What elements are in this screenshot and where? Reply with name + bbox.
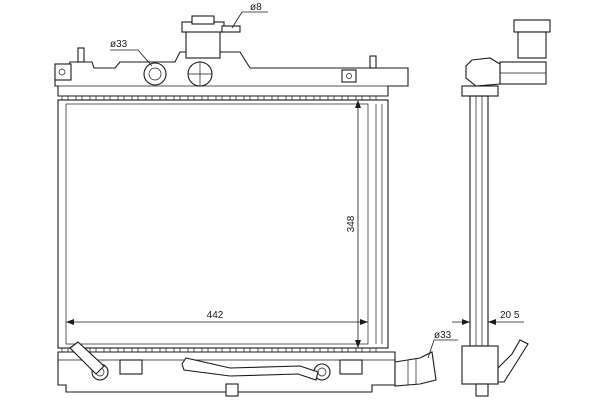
bottom-tank — [57, 341, 437, 397]
dimension-width: 442 — [66, 310, 368, 325]
top-tank — [54, 47, 409, 101]
dimension-height: 348 — [346, 100, 361, 348]
filler-neck — [181, 15, 241, 87]
width-label: 442 — [207, 310, 224, 321]
height-label: 348 — [346, 215, 357, 232]
filler-neck-label: ø33 — [110, 39, 128, 50]
leader-outlet: ø33 — [427, 330, 458, 359]
inlet-pipe-label: ø8 — [250, 2, 262, 13]
dimension-depth: 20 5 — [452, 310, 524, 325]
side-view: 20 5 — [452, 19, 551, 397]
front-view: 442 348 ø8 ø33 ø33 — [54, 2, 458, 397]
leader-inlet: ø8 — [231, 2, 268, 29]
side-outlet-top — [143, 62, 167, 86]
leader-filler: ø33 — [110, 39, 153, 67]
outlet-pipe-label: ø33 — [434, 330, 452, 341]
depth-label: 20 5 — [500, 310, 520, 321]
core — [57, 99, 389, 349]
